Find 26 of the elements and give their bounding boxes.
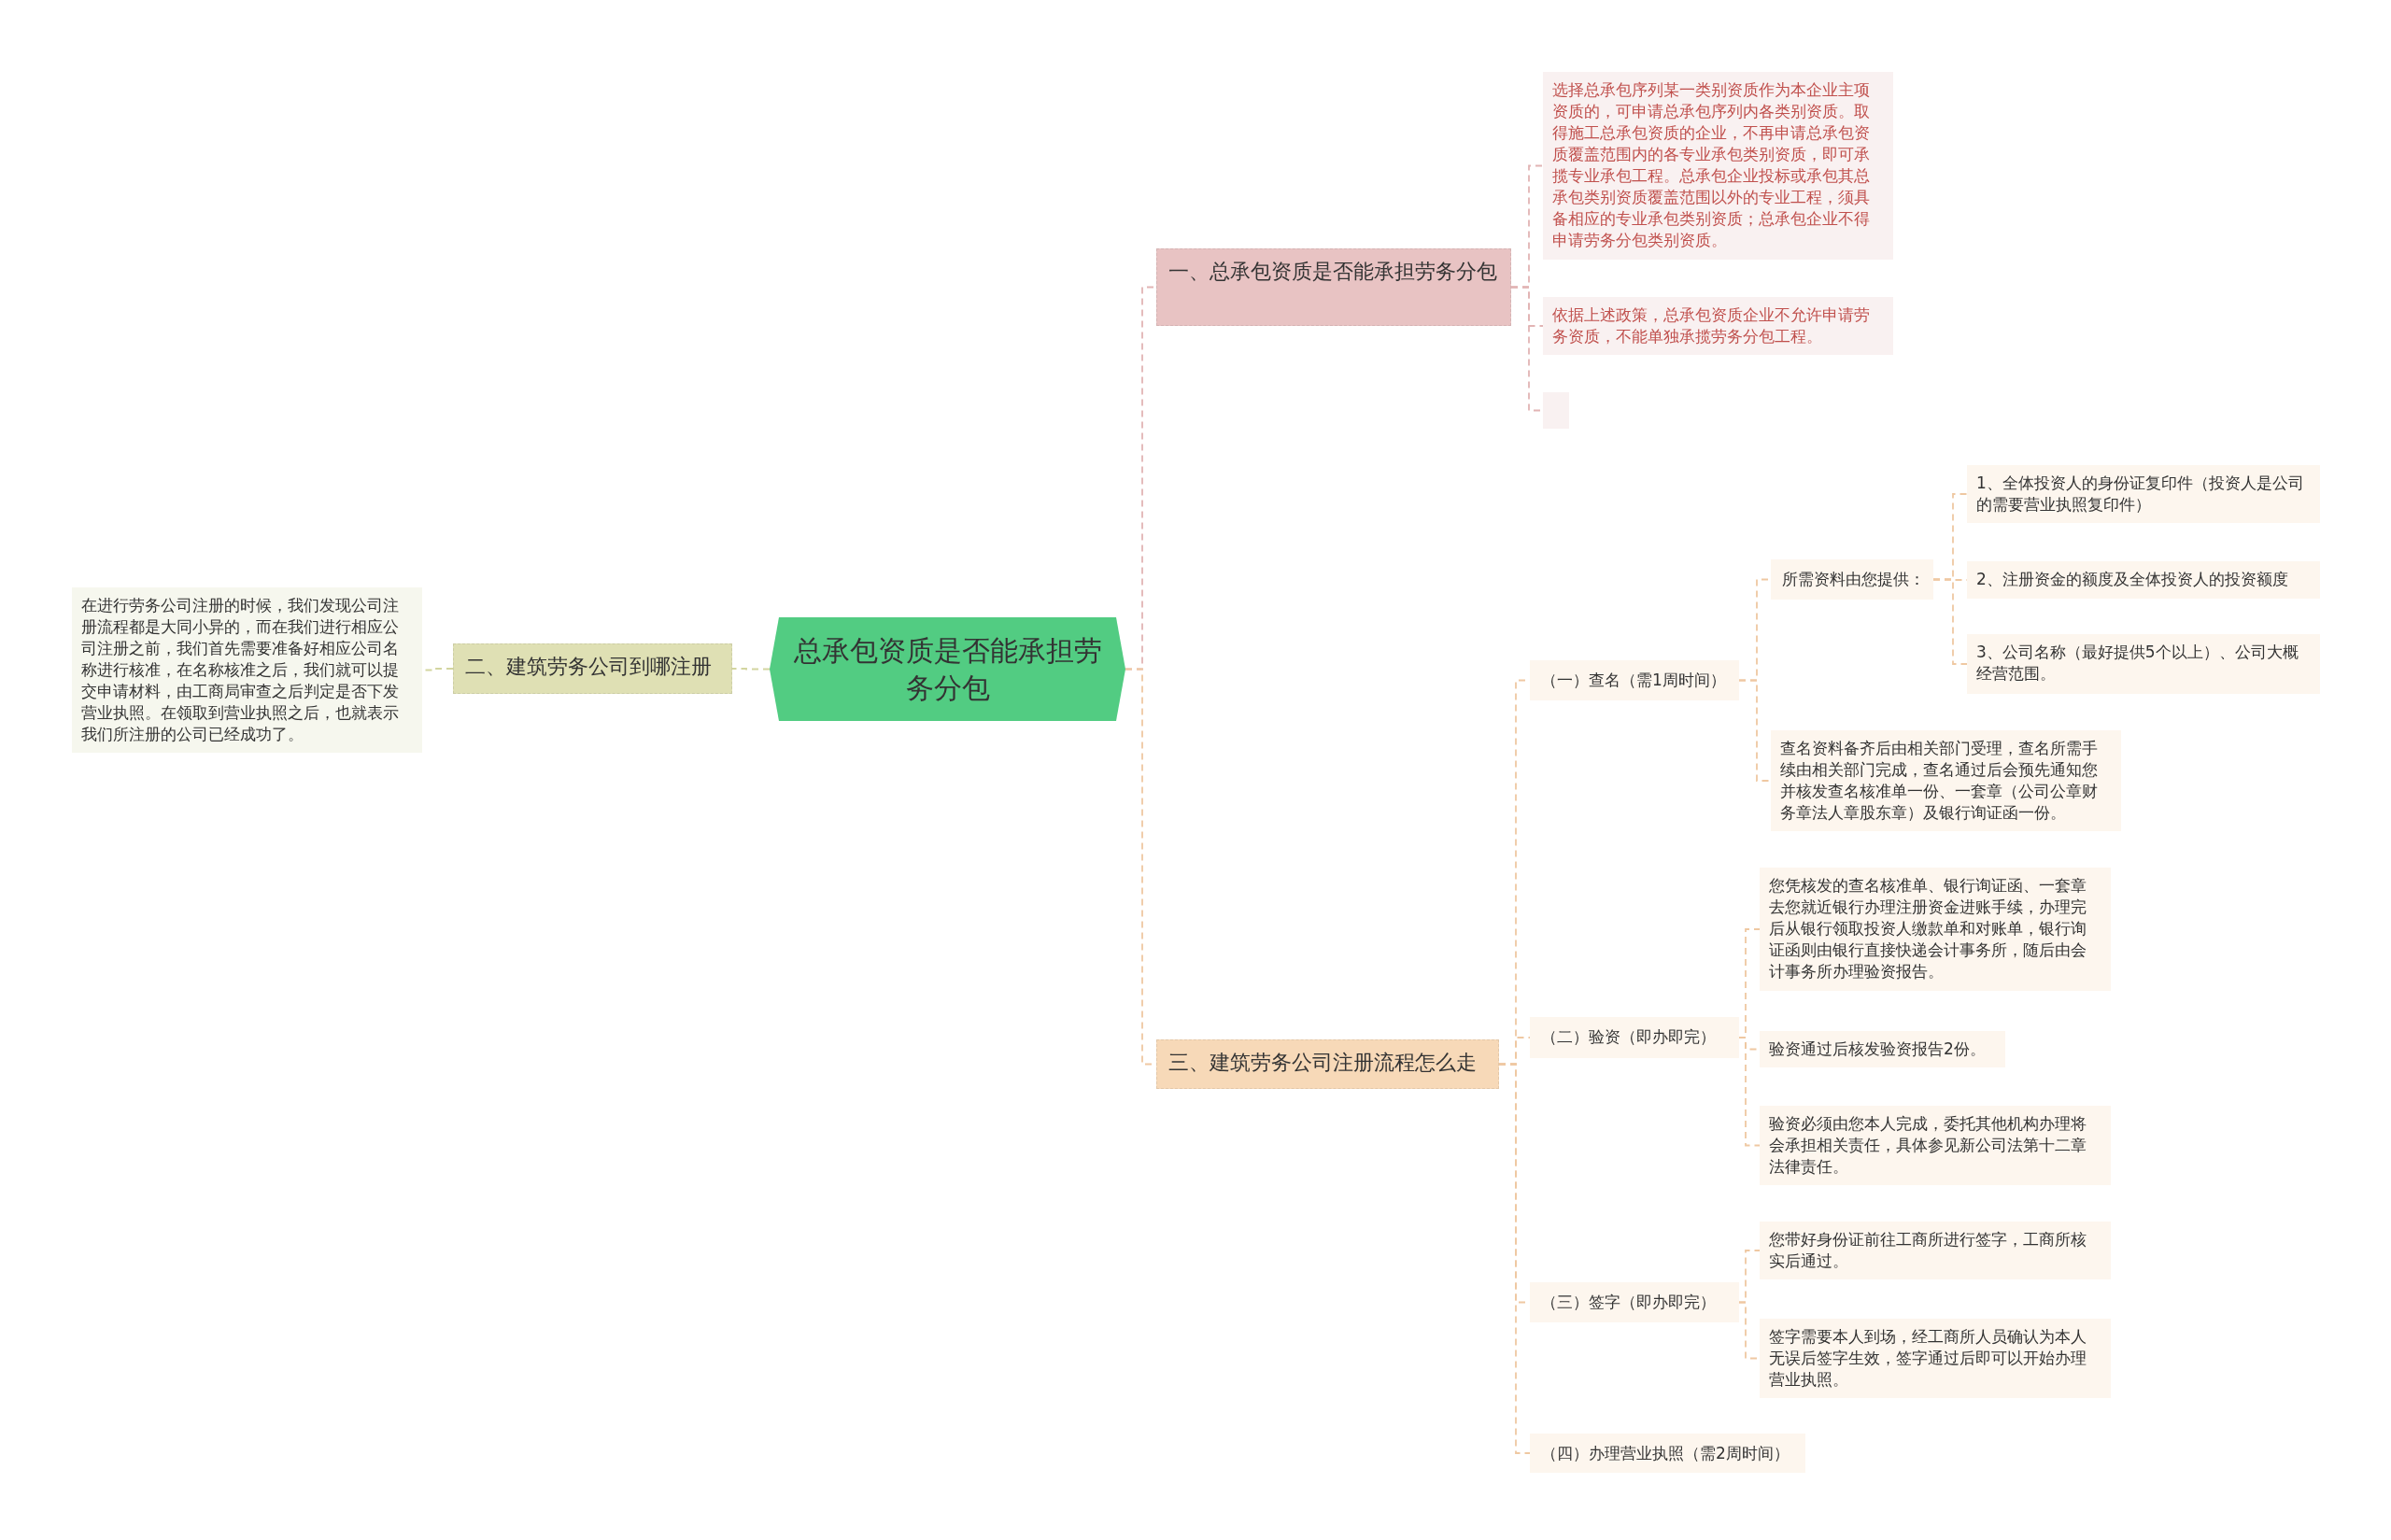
topic-box: 一、总承包资质是否能承担劳务分包 — [1156, 248, 1511, 326]
text-card: 查名资料备齐后由相关部门受理，查名所需手续由相关部门完成，查名通过后会预先通知您并核发查名核准单一份、一套章（公司公章财务章法人章股东章）及银行询证函一份。 — [1771, 730, 2121, 831]
text-card: 选择总承包序列某一类别资质作为本企业主项资质的，可申请总承包序列内各类别资质。取得施工总承包资质的企业，不再申请总承包资质覆盖范围内的各专业承包类别资质，即可承揽专业承包工程。总承包企业投标或承包其总承包类别资质覆盖范围以外的专业工程，须具备相应的专业承包类别资质；总承包企业不得申请劳务分包类别资质。 — [1543, 72, 1893, 260]
text-card: 验资通过后核发验资报告2份。 — [1760, 1031, 2005, 1067]
topic-box: 三、建筑劳务公司注册流程怎么走 — [1156, 1039, 1499, 1089]
text-card: 在进行劳务公司注册的时候，我们发现公司注册流程都是大同小异的，而在我们进行相应公司注册之前，我们首先需要准备好相应公司名称进行核准，在名称核准之后，我们就可以提交申请材料，由工商局审查之后判定是否下发营业执照。在领取到营业执照之后，也就表示我们所注册的公司已经成功了。 — [72, 587, 422, 753]
subtopic-box: （一）查名（需1周时间） — [1530, 660, 1739, 700]
text-card: 您带好身份证前往工商所进行签字，工商所核实后通过。 — [1760, 1222, 2111, 1279]
subtopic-box: （三）签字（即办即完） — [1530, 1282, 1739, 1322]
topic-box: 二、建筑劳务公司到哪注册 — [453, 643, 732, 694]
text-card: 签字需要本人到场，经工商所人员确认为本人无误后签字生效，签字通过后即可以开始办理营业执照。 — [1760, 1319, 2111, 1398]
connector-line — [1738, 1037, 1761, 1147]
central-topic: 总承包资质是否能承担劳务分包 — [770, 617, 1125, 721]
subtopic-box: （四）办理营业执照（需2周时间） — [1530, 1434, 1805, 1473]
connector-line — [1932, 578, 1968, 665]
text-card: 验资必须由您本人完成，委托其他机构办理将会承担相关责任，具体参见新公司法第十二章法律责任。 — [1760, 1106, 2111, 1185]
subtopic-box: 所需资料由您提供： — [1771, 559, 1933, 600]
text-card: 依据上述政策，总承包资质企业不允许申请劳务资质，不能单独承揽劳务分包工程。 — [1543, 297, 1893, 355]
connector-line — [1498, 1063, 1531, 1454]
connector-line — [1738, 679, 1772, 782]
text-card: 3、公司名称（最好提供5个以上）、公司大概经营范围。 — [1967, 634, 2320, 694]
text-card: 2、注册资金的额度及全体投资人的投资额度 — [1967, 561, 2320, 599]
connector-line — [731, 668, 771, 671]
text-card: 您凭核发的查名核准单、银行询证函、一套章去您就近银行办理注册资金进账手续，办理完后从银行领取投资人缴款单和对账单，银行询证函则由银行直接快递会计事务所，随后由会计事务所办理验资报告。 — [1760, 868, 2111, 991]
text-card: 1、全体投资人的身份证复印件（投资人是公司的需要营业执照复印件） — [1967, 465, 2320, 523]
subtopic-box: （二）验资（即办即完） — [1530, 1017, 1739, 1058]
